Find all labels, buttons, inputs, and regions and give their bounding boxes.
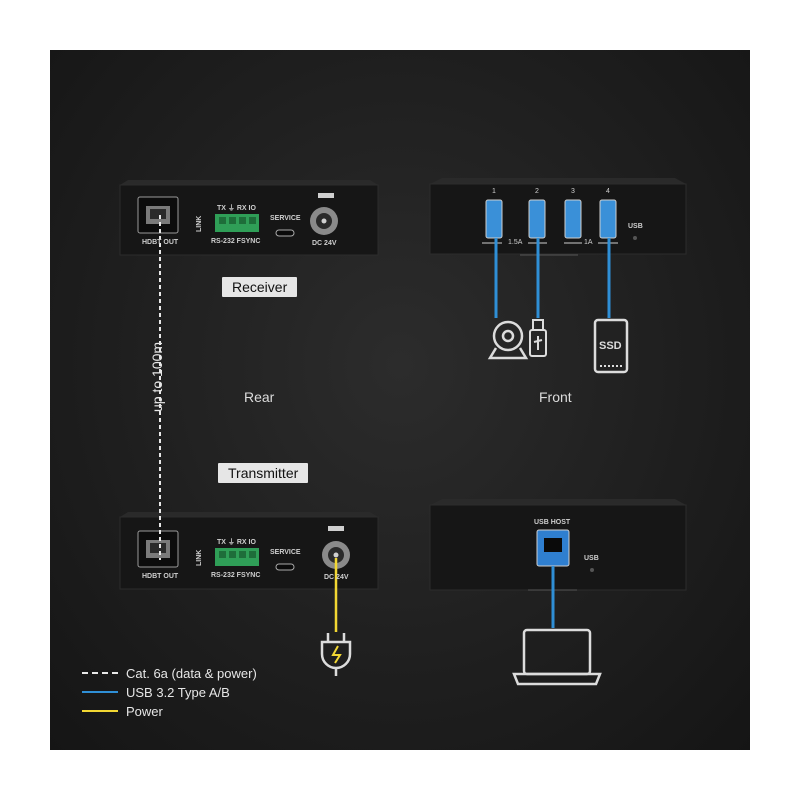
receiver-front-unit	[429, 178, 687, 256]
usb-host-label: USB HOST	[534, 519, 571, 526]
legend-item-power: Power	[82, 703, 163, 719]
webcam-icon	[487, 320, 529, 360]
usb-port-3	[564, 199, 582, 239]
transmitter-hdbt-out-label: HDBT OUT	[142, 573, 179, 580]
ssd-icon	[593, 318, 629, 374]
receiver-tag: Receiver	[222, 277, 298, 297]
usb-port-4	[599, 199, 617, 239]
power-plug-icon	[320, 633, 352, 676]
legend-swatch-power	[82, 710, 118, 712]
receiver-hdbt-out-label: HDBT OUT	[142, 239, 179, 246]
receiver-usb-led-label: USB	[628, 223, 643, 230]
current-group-b-label: 1A	[584, 239, 593, 246]
transmitter-front-unit	[429, 499, 687, 591]
legend-swatch-cat6a	[82, 672, 118, 674]
distance-label: up to 100m	[149, 341, 165, 412]
transmitter-service-label: SERVICE	[270, 549, 301, 556]
current-group-a-label: 1.5A	[508, 239, 523, 246]
legend-label: USB 3.2 Type A/B	[126, 684, 230, 700]
usb-port-1	[485, 199, 503, 239]
transmitter-usb-led-label: USB	[584, 555, 599, 562]
diagram-canvas: HDBT OUT LINK TX ⏚ RX IO RS-232 FSYNC SE…	[50, 50, 750, 750]
legend-swatch-usb	[82, 691, 118, 693]
receiver-dc-label: DC 24V	[312, 240, 337, 247]
front-view-label: Front	[539, 389, 572, 405]
transmitter-rs232-top-label: TX ⏚ RX IO	[217, 539, 256, 546]
legend-item-cat6a: Cat. 6a (data & power)	[82, 665, 257, 681]
diagram-graphics	[119, 178, 687, 686]
service-port	[275, 229, 295, 237]
receiver-link-label: LINK	[196, 215, 203, 232]
laptop-icon	[512, 628, 602, 686]
usb-port-3-number: 3	[571, 188, 575, 195]
transmitter-tag: Transmitter	[218, 463, 309, 483]
usb-port-2	[528, 199, 546, 239]
legend-label: Cat. 6a (data & power)	[126, 665, 257, 681]
polarity-symbol	[318, 193, 334, 198]
receiver-rs232-bottom-label: RS-232 FSYNC	[211, 238, 261, 245]
transmitter-dc-label: DC 24V	[324, 574, 349, 581]
receiver-rs232-top-label: TX ⏚ RX IO	[217, 205, 256, 212]
polarity-symbol	[328, 526, 344, 531]
usb-port-2-number: 2	[535, 188, 539, 195]
transmitter-rs232-bottom-label: RS-232 FSYNC	[211, 572, 261, 579]
transmitter-link-label: LINK	[196, 549, 203, 566]
service-port	[275, 563, 295, 571]
legend-item-usb: USB 3.2 Type A/B	[82, 684, 230, 700]
receiver-service-label: SERVICE	[270, 215, 301, 222]
rear-view-label: Rear	[244, 389, 275, 405]
ssd-label: SSD	[599, 340, 622, 352]
usb-stick-icon	[529, 319, 547, 357]
receiver-rear-unit	[119, 180, 379, 256]
legend-label: Power	[126, 703, 163, 719]
usb-port-1-number: 1	[492, 188, 496, 195]
usb-port-4-number: 4	[606, 188, 610, 195]
